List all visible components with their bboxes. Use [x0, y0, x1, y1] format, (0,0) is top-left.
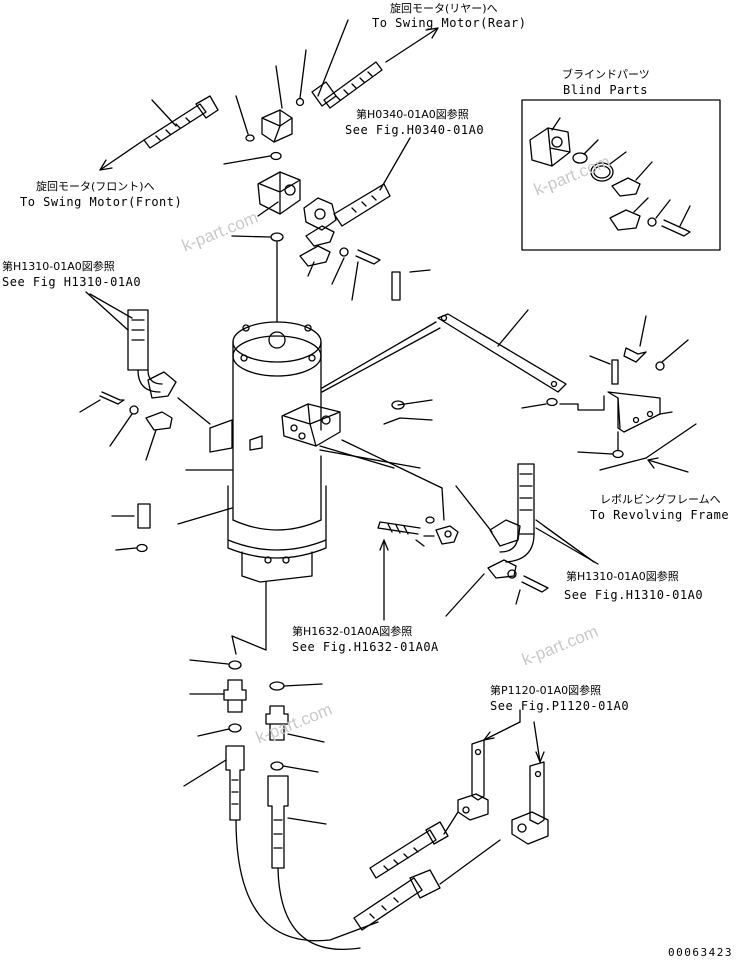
fig-p1120-label: See Fig.P1120-01A0	[490, 699, 630, 713]
motor-body	[177, 321, 341, 583]
swing-motor-front-label: To Swing Motor(Front)	[20, 195, 183, 209]
fig-p1120-jp-label: 第P1120-01A0図参照	[490, 684, 602, 697]
swing-motor-rear-jp-label: 旋回モータ(リヤー)へ	[390, 2, 498, 15]
lower-fittings	[183, 581, 379, 950]
label-leaders	[85, 27, 689, 723]
blind-parts-label: Blind Parts	[563, 83, 648, 97]
revolving-frame-jp-label: レボルビングフレームへ	[600, 493, 721, 506]
left-bolts	[111, 503, 151, 553]
drawing-number: 00063423	[668, 946, 733, 959]
mounting-plate	[321, 309, 697, 471]
fig-h1632-jp-label: 第H1632-01A0A図参照	[292, 625, 413, 638]
left-hose	[79, 293, 211, 461]
blind-parts-jp-label: ブラインドパーツ	[562, 68, 650, 81]
fig-h0340-jp-label: 第H0340-01A0図参照	[356, 108, 469, 121]
fig-h1310-left-label: See Fig H1310-01A0	[2, 275, 142, 289]
fig-h1310-right-label: See Fig.H1310-01A0	[564, 588, 704, 602]
fig-h1310-right-jp-label: 第H1310-01A0図参照	[566, 570, 679, 583]
fig-h1310-left-jp-label: 第H1310-01A0図参照	[2, 260, 115, 273]
fig-h1632-label: See Fig.H1632-01A0A	[292, 640, 439, 654]
swing-motor-rear-label: To Swing Motor(Rear)	[372, 16, 527, 30]
blind-parts-box	[521, 99, 721, 251]
bottom-right-hoses	[353, 721, 549, 931]
swing-motor-front-jp-label: 旋回モータ(フロント)へ	[36, 180, 155, 193]
right-hose	[319, 439, 595, 617]
top-hoses	[143, 19, 431, 323]
revolving-frame-label: To Revolving Frame	[590, 508, 730, 522]
fig-h0340-label: See Fig.H0340-01A0	[345, 123, 485, 137]
